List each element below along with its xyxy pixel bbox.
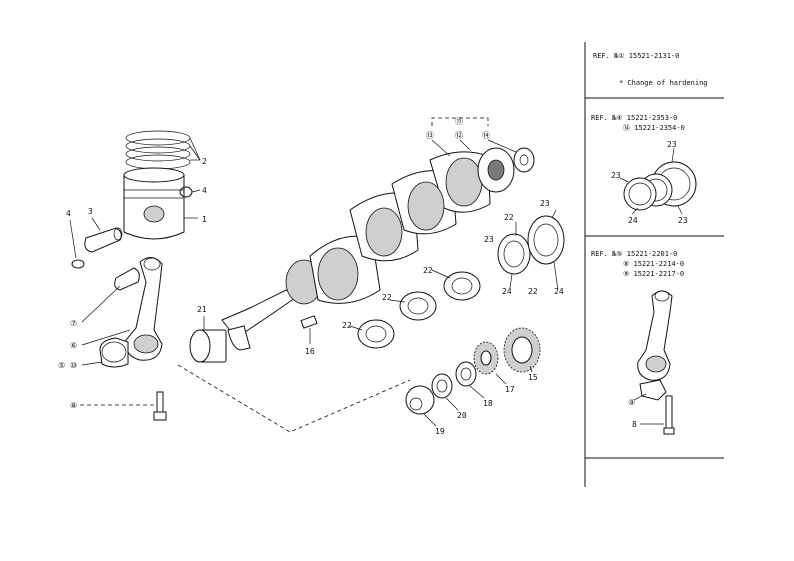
callout-19: 19: [435, 427, 445, 436]
ref-number-5: REF. №⑤ 15221-2201-0: [591, 250, 677, 258]
callout-23a: 23: [540, 199, 550, 208]
callout-11: ⑪: [455, 117, 463, 126]
detail-callout-8: 8: [632, 420, 637, 429]
crank-leaders: [203, 117, 559, 427]
callout-21: 21: [197, 305, 207, 314]
callout-18: 18: [483, 399, 493, 408]
crankshaft: [221, 147, 515, 351]
callout-3: 3: [88, 207, 93, 216]
ref-number-14: ⑭ 15221-2354-0: [623, 124, 685, 132]
callout-24a: 24: [502, 287, 512, 296]
callout-15: 15: [528, 373, 538, 382]
callout-2: 2: [202, 157, 207, 166]
callout-4a: 4: [66, 209, 71, 218]
piston-rings: [125, 130, 191, 170]
callout-24b: 24: [554, 287, 564, 296]
callout-23b: 23: [484, 235, 494, 244]
callout-7: ⑦: [70, 319, 77, 328]
callout-1: 1: [202, 215, 207, 224]
callout-14: ⑭: [482, 131, 490, 140]
crank-gear: [503, 327, 541, 373]
callout-8: ⑧: [70, 401, 77, 410]
assembly-dashed-frame: [177, 364, 411, 433]
sidebar-frame: [584, 42, 724, 487]
thrust-washer-detail: [619, 147, 697, 215]
detail-callout-23-left: 23: [611, 171, 621, 180]
callout-22c: 22: [342, 321, 352, 330]
piston-pin: [84, 227, 123, 253]
callout-13: ⑬: [426, 131, 434, 140]
piston: [123, 167, 185, 240]
ref-number-8: ⑧ 15221-2214-0: [623, 260, 684, 268]
thrust-washers: [497, 215, 565, 275]
connecting-rod: [125, 257, 163, 361]
callout-12: ⑫: [455, 131, 463, 140]
detail-callout-9: ⑨: [628, 398, 635, 407]
callout-16: 16: [305, 347, 315, 356]
callout-4b: 4: [202, 186, 207, 195]
detail-callout-24: 24: [628, 216, 638, 225]
callout-22b: 22: [382, 293, 392, 302]
callout-20: 20: [457, 411, 467, 420]
conrod-bolt: [153, 391, 167, 421]
detail-callout-23-top: 23: [667, 140, 677, 149]
callout-6: ⑥: [70, 341, 77, 350]
crankshaft-oil-seal: [513, 147, 535, 173]
main-bearings: [357, 271, 481, 349]
conrod-detail: [633, 290, 675, 435]
oil-pump-gear: [473, 341, 499, 375]
snap-ring-left: [71, 259, 85, 269]
collars: [405, 361, 477, 415]
callout-17: 17: [505, 385, 515, 394]
crank-gear-spline: [189, 329, 227, 363]
callout-22d: 22: [504, 213, 514, 222]
piston-leaders: [69, 137, 201, 406]
conrod-bearings: [99, 337, 129, 368]
hardening-note: * Change of hardening: [619, 79, 708, 87]
callout-10: ⑩: [70, 361, 77, 370]
small-end-bushing: [114, 267, 140, 291]
callout-22e: 22: [528, 287, 538, 296]
callout-22a: 22: [423, 266, 433, 275]
ref-number-1: REF. №① 15521-2131-0: [593, 52, 679, 60]
ref-number-9: ⑨ 15221-2217-0: [623, 270, 684, 278]
feather-key: [300, 315, 318, 329]
detail-callout-23-bottom: 23: [678, 216, 688, 225]
callout-5: ⑤: [58, 361, 65, 370]
ref-number-4: REF. №④ 15221-2353-0: [591, 114, 677, 122]
